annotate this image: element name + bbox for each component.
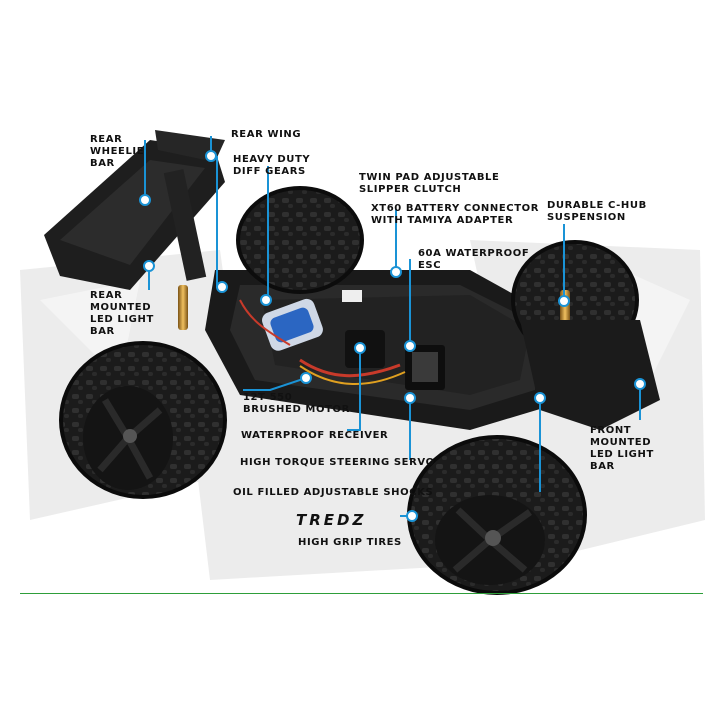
dot-shocks xyxy=(534,392,546,404)
label-shocks: OIL FILLED ADJUSTABLE SHOCKS xyxy=(233,487,434,498)
rear-wing-part xyxy=(44,130,225,290)
brand-tagline: HIGH GRIP TIRES xyxy=(298,537,402,548)
dot-rear-wing xyxy=(205,150,217,162)
dot-receiver xyxy=(354,342,366,354)
front-right-tire xyxy=(407,435,587,595)
divider-line xyxy=(20,593,703,594)
rear-top-tire xyxy=(236,186,364,294)
dot-chub xyxy=(558,295,570,307)
dot-esc xyxy=(404,340,416,352)
dot-servo xyxy=(404,392,416,404)
dot-front-led xyxy=(634,378,646,390)
dot-xt60 xyxy=(390,266,402,278)
dot-tires xyxy=(406,510,418,522)
dot-motor xyxy=(300,372,312,384)
label-rear-wing: REAR WING xyxy=(231,129,302,140)
label-receiver: WATERPROOF RECEIVER xyxy=(241,430,389,441)
dot-slipper xyxy=(260,294,272,306)
dot-rear-led xyxy=(143,260,155,272)
label-servo: HIGH TORQUE STEERING SERVO xyxy=(240,457,435,468)
tredz-logo: TREDZ xyxy=(296,511,367,529)
dot-rear-wheelie xyxy=(139,194,151,206)
rear-left-tire xyxy=(59,341,227,499)
dot-diff xyxy=(216,281,228,293)
